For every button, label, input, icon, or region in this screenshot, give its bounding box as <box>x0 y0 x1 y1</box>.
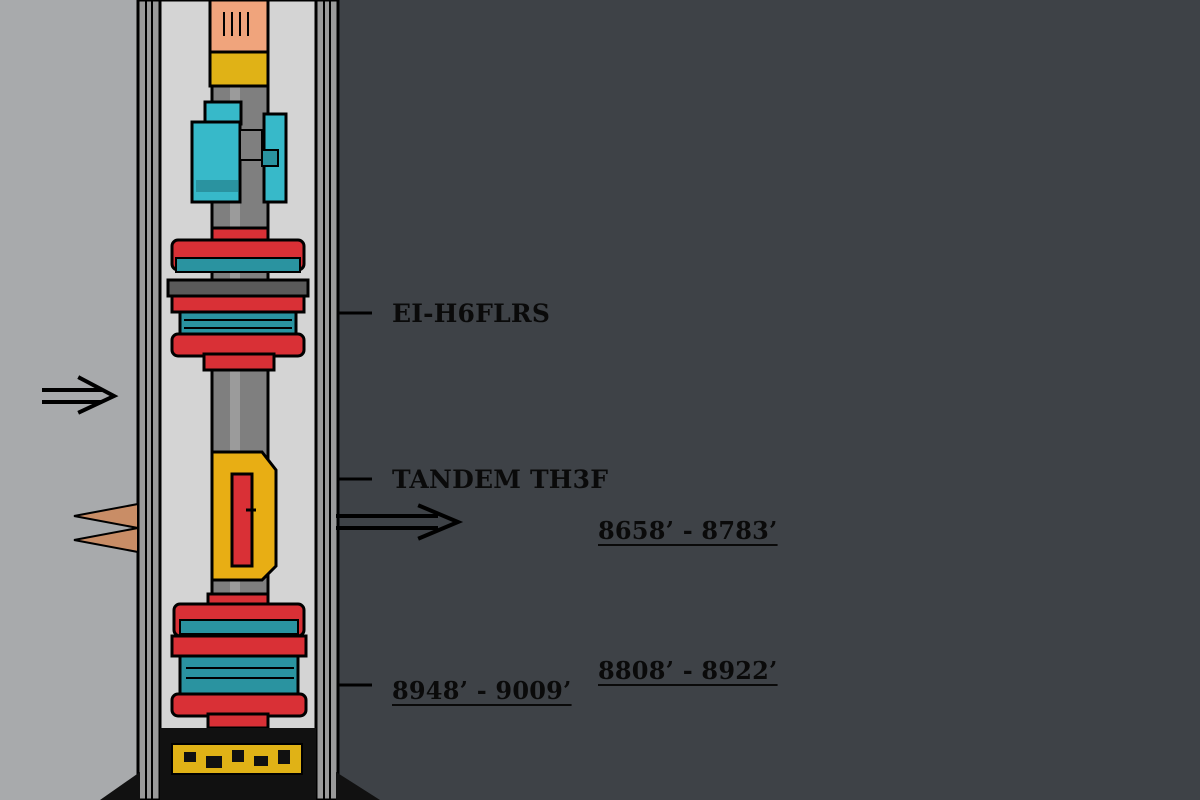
arrow-right-icon <box>42 375 119 415</box>
coupling-collar <box>208 50 270 88</box>
tandem-tool <box>210 450 278 582</box>
tubing-top <box>208 0 270 88</box>
setting-tool <box>190 100 288 204</box>
lower-packer <box>170 592 308 730</box>
depth-interval-3: 8948’ - 9009’ <box>392 676 572 705</box>
perforation-spike-icon <box>73 502 139 554</box>
depth-interval-1: 8658’ - 8783’ <box>598 516 778 545</box>
arrow-right-icon <box>336 503 464 541</box>
upper-packer-label: EI-H6FLRS <box>392 299 551 328</box>
tandem-label: TANDEM TH3F <box>392 465 609 494</box>
depth-interval-2: 8808’ - 8922’ <box>598 656 778 685</box>
bottom-shoe <box>100 728 380 800</box>
upper-packer <box>166 226 310 372</box>
